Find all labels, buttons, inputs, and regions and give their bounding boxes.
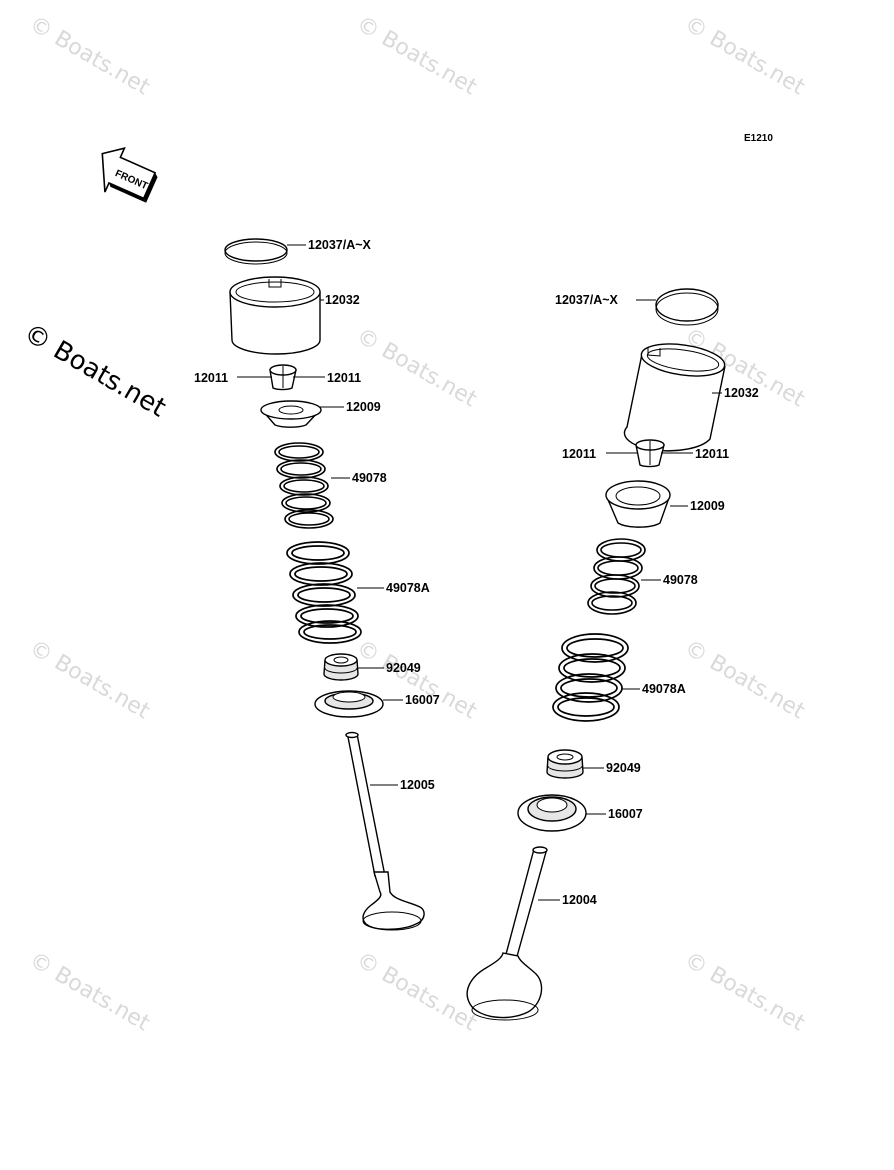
right-outer-spring bbox=[552, 633, 640, 722]
watermark-grid: © Boats.net © Boats.net © Boats.net © Bo… bbox=[25, 12, 809, 1037]
right-stem-seal-label: 92049 bbox=[606, 761, 641, 775]
left-spring-seat: 16007 bbox=[314, 690, 440, 718]
right-cotter-left-label: 12011 bbox=[562, 447, 596, 461]
left-retainer-label: 12009 bbox=[346, 400, 381, 414]
diagram-code: E1210 bbox=[744, 133, 773, 144]
left-inner-spring-label: 49078 bbox=[352, 471, 387, 485]
watermark: © Boats.net bbox=[680, 12, 809, 101]
left-valve-label: 12005 bbox=[400, 778, 435, 792]
side-watermark: © Boats.net bbox=[19, 318, 171, 423]
watermark: © Boats.net bbox=[25, 636, 154, 725]
left-inner-spring bbox=[274, 442, 350, 529]
right-cotters: 12011 12011 bbox=[562, 439, 729, 468]
right-valve-label: 12004 bbox=[562, 893, 597, 907]
right-lifter-label: 12032 bbox=[724, 386, 759, 400]
watermark: © Boats.net bbox=[680, 636, 809, 725]
left-shim: 12037/A~X bbox=[224, 238, 372, 265]
right-shim-label: 12037/A~X bbox=[555, 293, 619, 307]
left-outer-spring bbox=[286, 541, 384, 644]
left-spring-seat-label: 16007 bbox=[405, 693, 440, 707]
left-cotter-left-label: 12011 bbox=[194, 371, 228, 385]
watermark: © Boats.net bbox=[680, 948, 809, 1037]
right-shim: 12037/A~X bbox=[555, 288, 719, 326]
right-valve-assembly: 12037/A~X 12032 12011 12011 12 bbox=[466, 288, 759, 1021]
right-inner-spring bbox=[587, 538, 661, 615]
right-valve: 12004 bbox=[466, 846, 597, 1021]
watermark: © Boats.net bbox=[352, 948, 481, 1037]
left-lifter: 12032 bbox=[229, 276, 360, 355]
left-valve-assembly: 12037/A~X 12032 12011 12011 12 bbox=[194, 238, 440, 931]
left-shim-label: 12037/A~X bbox=[308, 238, 372, 252]
right-lifter: 12032 bbox=[623, 343, 759, 452]
left-valve: 12005 bbox=[345, 731, 435, 931]
right-outer-spring-label: 49078A bbox=[642, 682, 686, 696]
left-outer-spring-label: 49078A bbox=[386, 581, 430, 595]
right-retainer: 12009 bbox=[605, 480, 725, 528]
watermark: © Boats.net bbox=[352, 12, 481, 101]
right-spring-seat-label: 16007 bbox=[608, 807, 643, 821]
right-spring-seat: 16007 bbox=[517, 794, 643, 832]
left-lifter-label: 12032 bbox=[325, 293, 360, 307]
right-retainer-label: 12009 bbox=[690, 499, 725, 513]
right-stem-seal: 92049 bbox=[546, 749, 641, 779]
left-retainer: 12009 bbox=[260, 400, 381, 428]
left-cotters: 12011 12011 bbox=[194, 364, 361, 391]
left-stem-seal: 92049 bbox=[323, 653, 421, 681]
right-cotter-right-label: 12011 bbox=[695, 447, 729, 461]
right-inner-spring-label: 49078 bbox=[663, 573, 698, 587]
watermark: © Boats.net bbox=[25, 948, 154, 1037]
left-stem-seal-label: 92049 bbox=[386, 661, 421, 675]
front-arrow-icon: FRONT bbox=[101, 147, 158, 203]
watermark: © Boats.net bbox=[25, 12, 154, 101]
left-cotter-right-label: 12011 bbox=[327, 371, 361, 385]
